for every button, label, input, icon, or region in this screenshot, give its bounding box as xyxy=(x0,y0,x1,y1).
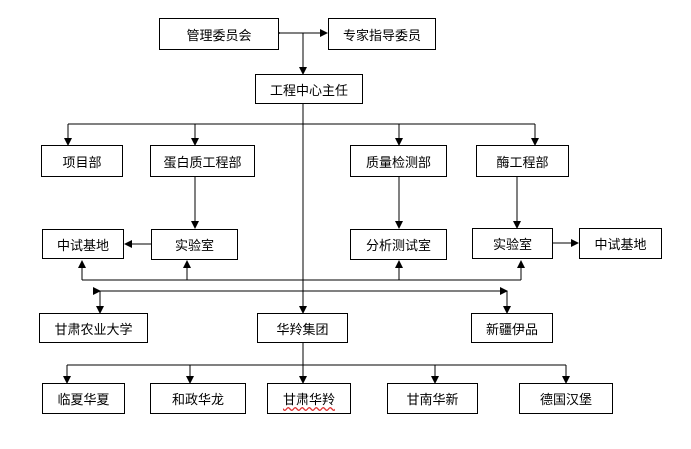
gansu-hualing-label: 甘肃华羚 xyxy=(282,393,335,408)
node-expert-committee: 专家指导委员 xyxy=(328,18,436,50)
node-lab-left: 实验室 xyxy=(151,229,238,260)
node-quality-dept: 质量检测部 xyxy=(350,145,447,177)
node-gansu-hualing: 甘肃华羚 xyxy=(267,383,351,414)
node-linxia-huaxia: 临夏华夏 xyxy=(42,383,125,414)
node-analysis-lab: 分析测试室 xyxy=(350,229,447,260)
node-hualing-group: 华羚集团 xyxy=(257,313,348,343)
node-project-dept: 项目部 xyxy=(41,145,123,177)
node-enzyme-eng-dept: 酶工程部 xyxy=(476,145,569,177)
node-pilot-base-left: 中试基地 xyxy=(42,229,124,259)
node-gannan-huaxin: 甘南华新 xyxy=(387,383,478,414)
node-management-committee: 管理委员会 xyxy=(159,18,279,50)
node-pilot-base-right: 中试基地 xyxy=(579,228,662,259)
node-gansu-agri-univ: 甘肃农业大学 xyxy=(39,313,148,343)
node-director: 工程中心主任 xyxy=(255,74,363,104)
node-germany-hanbao: 德国汉堡 xyxy=(519,383,613,414)
node-xinjiang-yipin: 新疆伊品 xyxy=(471,313,553,343)
node-hezheng-hualong: 和政华龙 xyxy=(150,383,246,414)
node-lab-right: 实验室 xyxy=(472,228,553,259)
node-protein-eng-dept: 蛋白质工程部 xyxy=(150,145,255,177)
